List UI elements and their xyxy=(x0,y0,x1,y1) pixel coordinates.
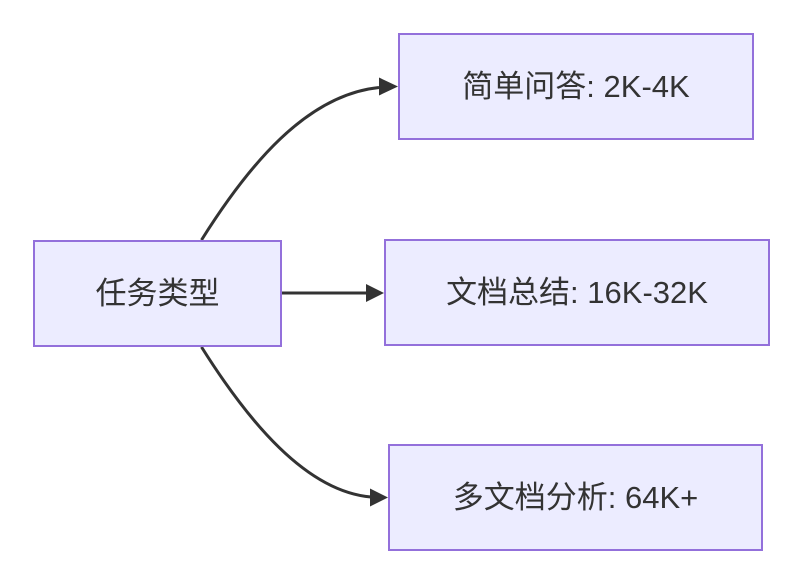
arrowhead-icon xyxy=(379,77,398,96)
node-simple-qa-label: 简单问答: 2K-4K xyxy=(462,68,690,104)
node-doc-summary-label: 文档总结: 16K-32K xyxy=(446,274,708,310)
node-task-type: 任务类型 xyxy=(33,240,282,347)
edge-root-to-multi-doc xyxy=(200,346,388,507)
node-simple-qa: 简单问答: 2K-4K xyxy=(398,33,754,140)
node-multi-doc: 多文档分析: 64K+ xyxy=(388,444,763,551)
edge-root-to-simple-qa xyxy=(200,77,398,241)
arrowhead-icon xyxy=(370,488,388,507)
edge-root-to-doc-summary xyxy=(282,284,384,302)
arrowhead-icon xyxy=(366,284,384,302)
node-task-type-label: 任务类型 xyxy=(95,275,220,311)
node-multi-doc-label: 多文档分析: 64K+ xyxy=(452,479,699,515)
node-doc-summary: 文档总结: 16K-32K xyxy=(384,239,770,346)
